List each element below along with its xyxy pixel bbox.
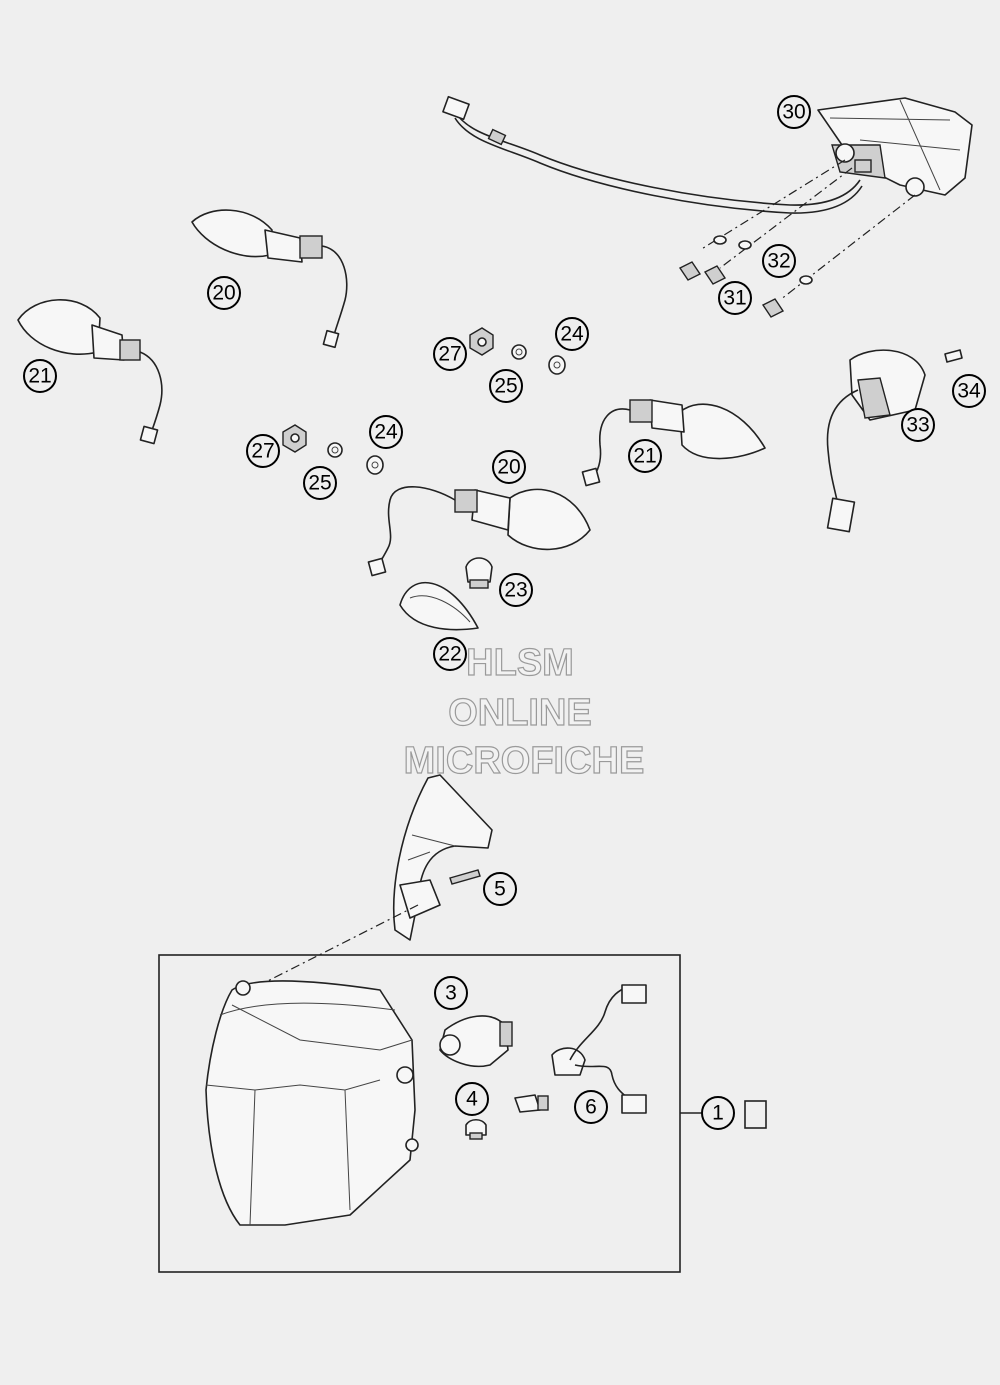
parking-bulb bbox=[465, 1118, 487, 1140]
headlight bbox=[205, 980, 419, 1226]
callout-21-lower: 21 bbox=[628, 439, 662, 473]
svg-text:21: 21 bbox=[28, 365, 51, 388]
svg-text:23: 23 bbox=[504, 579, 527, 602]
svg-text:21: 21 bbox=[633, 445, 656, 468]
svg-text:34: 34 bbox=[957, 380, 981, 403]
watermark-line-3: MICROFICHE bbox=[404, 740, 645, 782]
headlight-bulb bbox=[439, 1015, 513, 1068]
callout-20-lower: 20 bbox=[492, 450, 526, 484]
callout-27-lower: 27 bbox=[246, 434, 280, 468]
tail-light-screws bbox=[678, 159, 916, 318]
svg-text:24: 24 bbox=[374, 421, 398, 444]
svg-text:32: 32 bbox=[767, 250, 790, 273]
bulb-and-lens bbox=[399, 557, 493, 631]
svg-text:6: 6 bbox=[585, 1096, 597, 1119]
callout-3: 3 bbox=[434, 976, 468, 1010]
svg-text:3: 3 bbox=[445, 982, 457, 1005]
watermark-line-2: ONLINE bbox=[448, 692, 592, 734]
callout-32: 32 bbox=[762, 244, 796, 278]
callout-25-lower: 25 bbox=[303, 466, 337, 500]
callout-24-lower: 24 bbox=[369, 415, 403, 449]
svg-text:25: 25 bbox=[494, 375, 517, 398]
callout-4: 4 bbox=[455, 1082, 489, 1116]
callout-5: 5 bbox=[483, 872, 517, 906]
turn-signal-front-left bbox=[191, 209, 348, 349]
svg-text:22: 22 bbox=[438, 643, 461, 666]
svg-text:27: 27 bbox=[251, 440, 274, 463]
callout-22: 22 bbox=[433, 637, 467, 671]
svg-text:25: 25 bbox=[308, 472, 331, 495]
turn-signal-rear-right bbox=[367, 486, 591, 577]
callout-30: 30 bbox=[777, 95, 811, 129]
svg-text:33: 33 bbox=[906, 414, 929, 437]
svg-text:1: 1 bbox=[712, 1102, 724, 1125]
callout-1: 1 bbox=[701, 1096, 735, 1130]
callout-34: 34 bbox=[952, 374, 986, 408]
turn-signal-rear-left bbox=[17, 299, 163, 445]
svg-text:20: 20 bbox=[212, 282, 235, 305]
svg-text:31: 31 bbox=[723, 287, 746, 310]
headlight-bracket bbox=[239, 774, 493, 996]
svg-text:20: 20 bbox=[497, 456, 520, 479]
callout-27-upper: 27 bbox=[433, 337, 467, 371]
callout-23: 23 bbox=[499, 573, 533, 607]
hardware-upper bbox=[469, 327, 566, 375]
watermark-line-1: HLSM bbox=[466, 642, 574, 684]
svg-text:30: 30 bbox=[782, 101, 805, 124]
svg-text:27: 27 bbox=[438, 343, 461, 366]
callout-25-upper: 25 bbox=[489, 369, 523, 403]
kit-checkbox bbox=[744, 1100, 767, 1129]
bulb-socket-harness bbox=[514, 984, 647, 1114]
callout-6: 6 bbox=[574, 1090, 608, 1124]
callout-20-upper: 20 bbox=[207, 276, 241, 310]
callout-33: 33 bbox=[901, 408, 935, 442]
svg-text:24: 24 bbox=[560, 323, 584, 346]
license-plate-light bbox=[826, 349, 963, 533]
hardware-lower bbox=[282, 424, 384, 475]
svg-text:5: 5 bbox=[494, 878, 506, 901]
svg-text:4: 4 bbox=[466, 1088, 478, 1111]
callout-24-upper: 24 bbox=[555, 317, 589, 351]
watermark: HLSM ONLINE MICROFICHE bbox=[403, 641, 645, 782]
callout-31: 31 bbox=[718, 281, 752, 315]
turn-signal-front-right bbox=[581, 399, 766, 487]
callout-21-upper: 21 bbox=[23, 359, 57, 393]
tail-light bbox=[442, 95, 973, 214]
